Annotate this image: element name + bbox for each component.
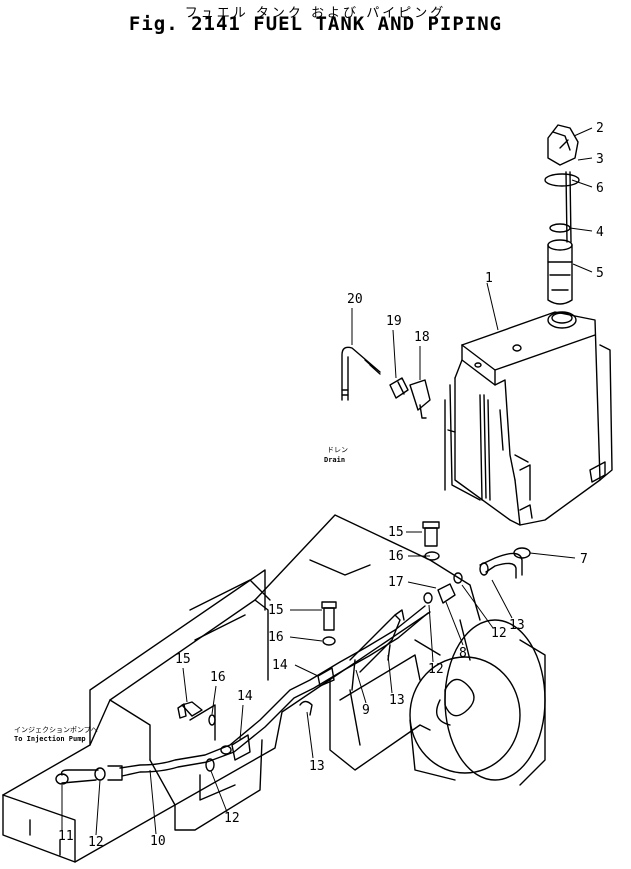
leader-line — [239, 704, 244, 741]
part-number-label: 10 — [150, 834, 166, 849]
injection-note: インジェクションポンプへ To Injection Pump — [14, 726, 98, 743]
part-number-label: 16 — [388, 549, 404, 564]
part-number-label: 13 — [309, 759, 325, 774]
drain-hose — [341, 346, 381, 401]
part-number-label: 2 — [596, 121, 604, 136]
leader-line — [491, 579, 513, 619]
drain-note: ドレン Drain — [324, 446, 348, 464]
part-number-label: 6 — [596, 181, 604, 196]
part-number-label: 16 — [210, 670, 226, 685]
part-number-label: 16 — [268, 630, 284, 645]
pipe-clamp-upper — [317, 667, 335, 687]
leader-line — [571, 179, 593, 188]
part-number-label: 12 — [491, 626, 507, 641]
leader-line — [306, 711, 314, 759]
leader-line — [392, 329, 397, 379]
part-number-label: 15 — [268, 603, 284, 618]
pipe-clamp-lower — [220, 734, 251, 761]
tank-outlet-pipe — [479, 547, 531, 579]
injection-hose — [55, 765, 123, 785]
leader-line — [294, 664, 319, 677]
leader-line — [149, 769, 157, 835]
leader-line — [182, 667, 188, 703]
bolt-washer-mid — [321, 601, 337, 646]
leader-line — [486, 282, 499, 331]
part-number-label: 13 — [509, 618, 525, 633]
leader-line — [569, 227, 593, 232]
leader-line — [211, 685, 217, 715]
part-number-label: 5 — [596, 266, 604, 281]
part-number-label: 4 — [596, 225, 604, 240]
part-number-label: 12 — [88, 835, 104, 850]
leader-line — [210, 770, 228, 813]
part-number-label: 3 — [596, 152, 604, 167]
part-number-label: 8 — [459, 646, 467, 661]
leader-line — [461, 584, 494, 629]
leader-line — [387, 654, 393, 694]
leader-line — [577, 157, 593, 161]
drain-valve — [409, 379, 431, 419]
part-number-label: 18 — [414, 330, 430, 345]
leader-line — [355, 669, 367, 704]
flywheel — [409, 619, 546, 786]
part-number-label: 9 — [362, 703, 370, 718]
washer-12 — [205, 758, 215, 772]
part-number-label: 15 — [175, 652, 191, 667]
injection-label-jp: インジェクションポンプへ — [14, 726, 98, 734]
fuel-cap — [547, 124, 579, 166]
leader-line — [289, 636, 323, 642]
fuel-tank — [444, 311, 613, 526]
part-number-label: 19 — [386, 314, 402, 329]
drain-adapter — [389, 377, 409, 399]
banjo-joint — [422, 521, 463, 604]
pipe-clip — [299, 700, 313, 716]
drain-label-jp: ドレン — [327, 446, 348, 454]
leader-lines — [61, 127, 593, 836]
part-number-label: 17 — [388, 575, 404, 590]
part-number-label: 1 — [485, 271, 493, 286]
part-number-label: 12 — [428, 662, 444, 677]
engine-frame — [2, 514, 481, 863]
figure-title: Fig. 2141 FUEL TANK AND PIPING — [128, 13, 503, 35]
filler-strainer — [547, 239, 573, 305]
leader-line — [95, 779, 101, 836]
part-number-label: 13 — [389, 693, 405, 708]
drain-label-en: Drain — [324, 456, 345, 464]
part-number-label: 15 — [388, 525, 404, 540]
leader-line — [445, 601, 464, 646]
injection-label-en: To Injection Pump — [14, 735, 86, 743]
leader-line — [407, 581, 437, 589]
leader-line — [428, 604, 434, 663]
part-number-label: 12 — [224, 811, 240, 826]
part-number-label: 11 — [58, 829, 74, 844]
part-number-label: 14 — [272, 658, 288, 673]
cap-gasket — [544, 173, 580, 187]
title-japanese: フュエル タンク および パイピング — [184, 6, 447, 21]
part-number-label: 14 — [237, 689, 253, 704]
leader-line — [573, 127, 593, 137]
bolt-washer-left — [177, 701, 216, 726]
leader-line — [572, 263, 593, 273]
part-number-label: 20 — [347, 292, 363, 307]
part-number-label: 7 — [580, 552, 588, 567]
leader-line — [529, 552, 576, 559]
